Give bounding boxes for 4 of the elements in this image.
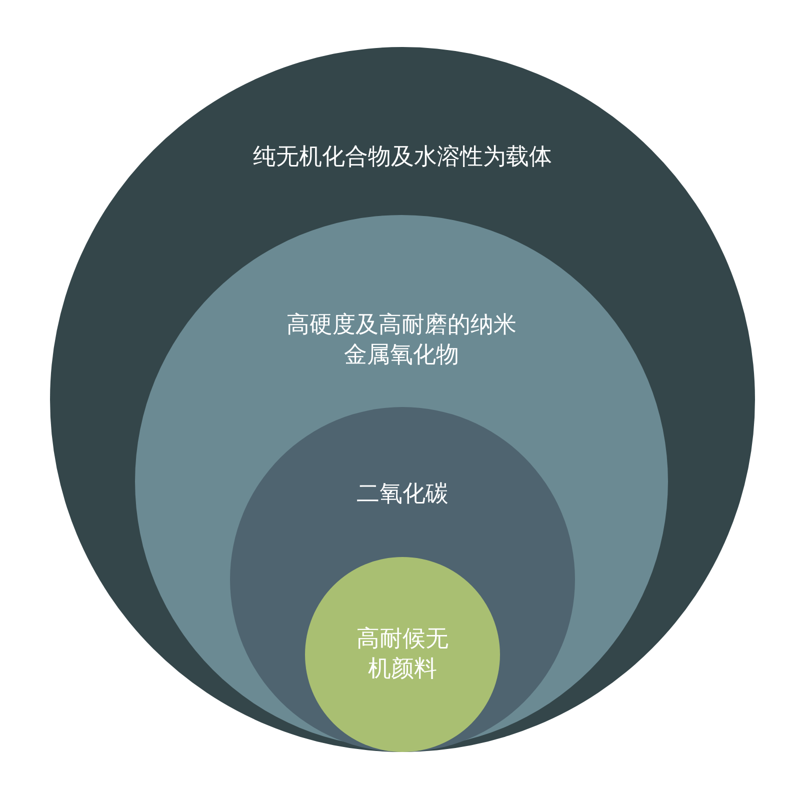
- circle-label: 高硬度及高耐磨的纳米金属氧化物: [286, 311, 516, 370]
- circle-label: 二氧化碳: [356, 480, 450, 509]
- circle-label: 高耐候无机颜料: [356, 625, 450, 684]
- circle-label: 纯无机化合物及水溶性为载体: [252, 143, 553, 172]
